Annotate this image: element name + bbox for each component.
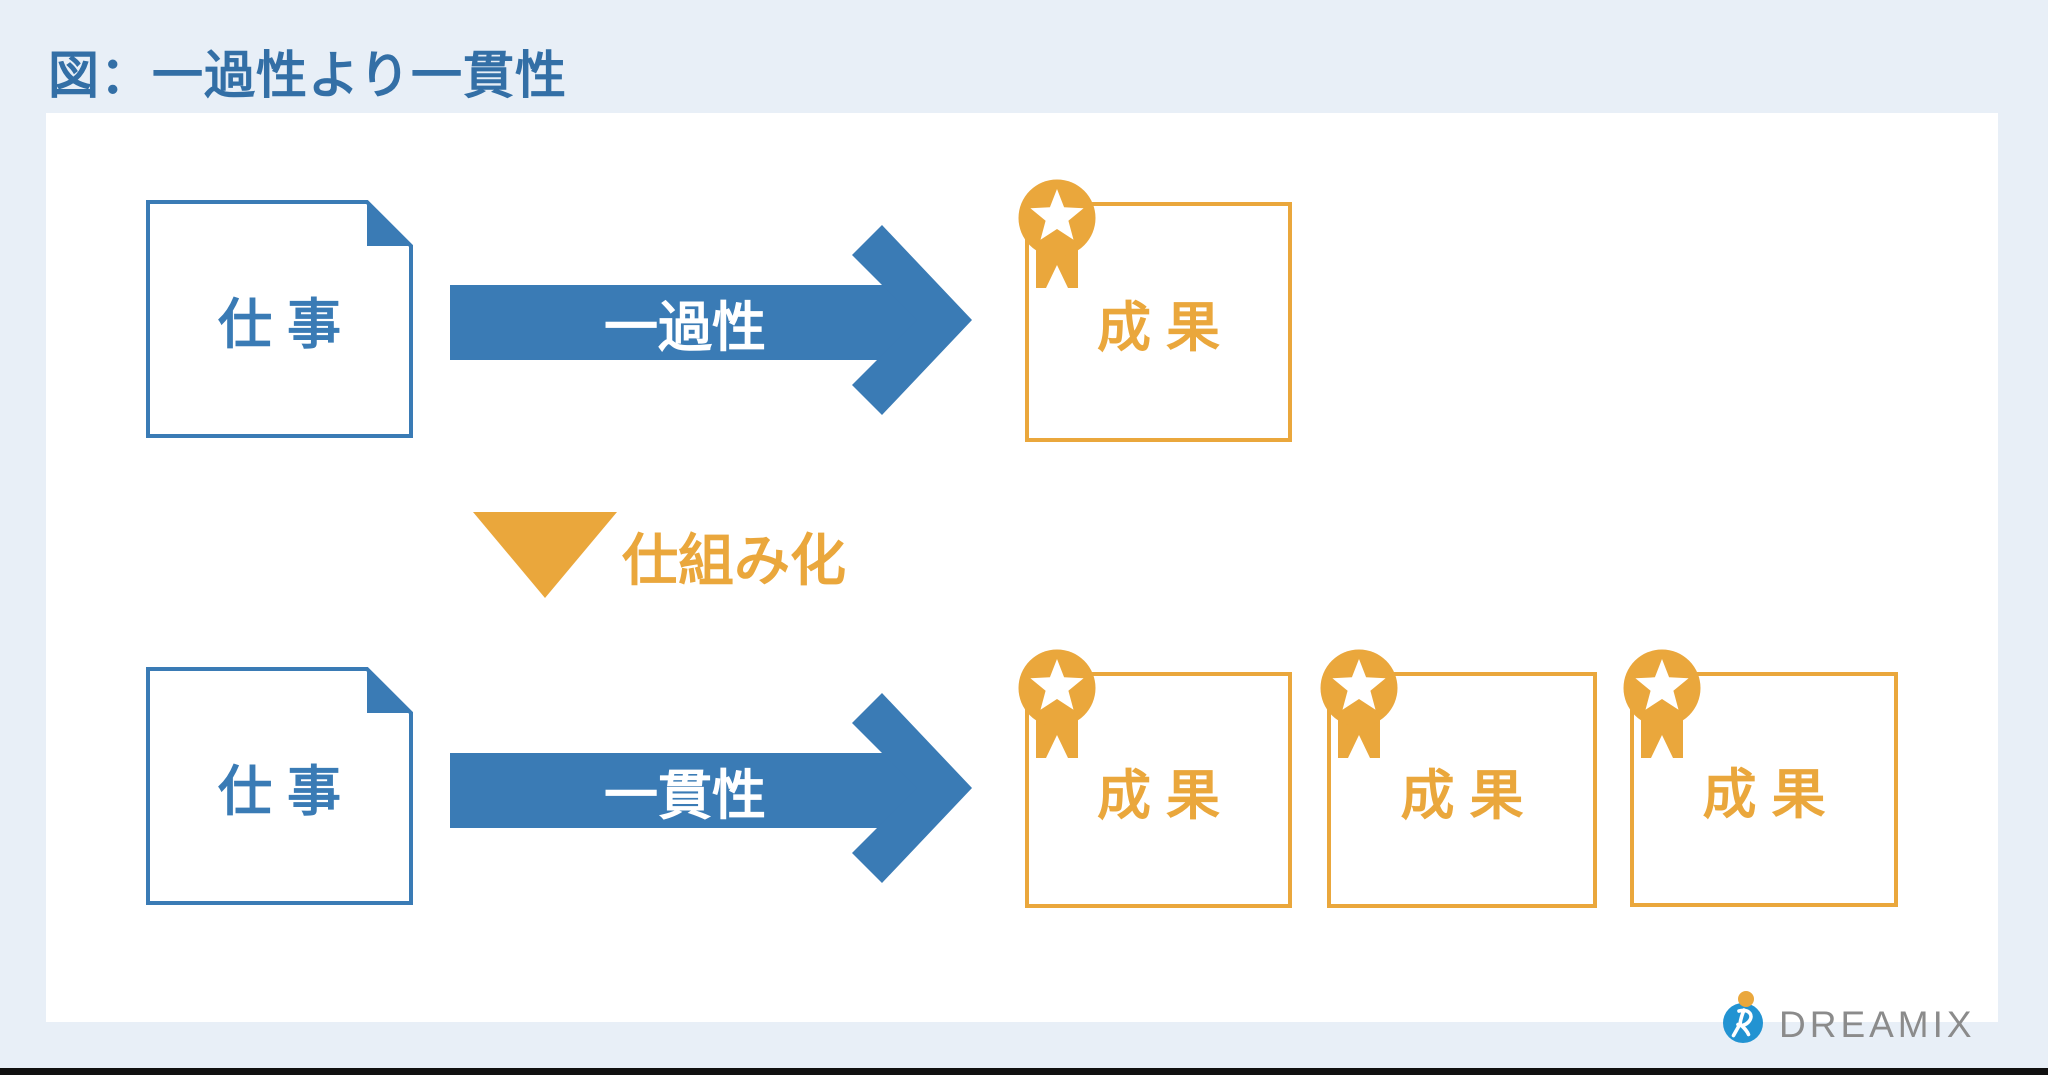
right-arrow-icon — [450, 693, 972, 883]
triangle-down-icon — [473, 512, 617, 598]
right-arrow-icon — [450, 225, 972, 415]
result-box-2: 成 果 — [1320, 649, 1597, 908]
page-title: 図：一過性より一貫性 — [48, 47, 567, 104]
result-label-top: 成 果 — [1096, 297, 1220, 358]
bottom-edge-bar — [0, 1068, 2048, 1075]
result-box-3: 成 果 — [1623, 649, 1898, 907]
dreamix-logo-text: DREAMIX — [1779, 1004, 1976, 1045]
consistency-arrow: 一貫性 — [450, 693, 972, 885]
result-label-2: 成 果 — [1400, 765, 1524, 826]
note-shape — [146, 200, 413, 438]
medal-star-icon — [1018, 179, 1096, 288]
fold-corner — [367, 202, 411, 246]
work-label-top: 仕 事 — [217, 294, 341, 355]
work-label-bottom: 仕 事 — [217, 761, 341, 822]
work-box-bottom: 仕 事 — [146, 667, 413, 905]
work-box-top: 仕 事 — [146, 200, 413, 438]
dreamix-mark-icon — [1723, 991, 1763, 1043]
transience-arrow: 一過性 — [450, 225, 972, 417]
systemization-label: 仕組み化 — [622, 529, 846, 592]
result-box-top: 成 果 — [1018, 179, 1292, 442]
medal-star-icon — [1320, 649, 1398, 758]
medal-star-icon — [1018, 649, 1096, 758]
result-label-3: 成 果 — [1702, 765, 1826, 825]
medal-star-icon — [1623, 649, 1701, 758]
fold-corner — [367, 669, 411, 713]
result-box-1: 成 果 — [1018, 649, 1292, 908]
note-shape — [146, 667, 413, 905]
result-label-1: 成 果 — [1096, 765, 1220, 826]
consistency-arrow-label: 一貫性 — [604, 766, 766, 826]
transience-arrow-label: 一過性 — [604, 298, 766, 358]
